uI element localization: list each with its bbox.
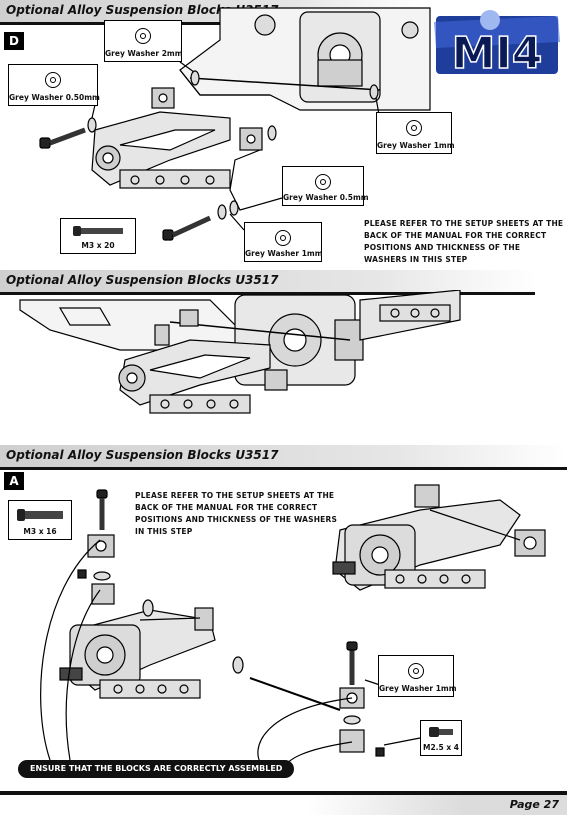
logo-text: MI4 — [452, 28, 543, 79]
washer-icon — [275, 230, 291, 246]
section-title: Optional Alloy Suspension Blocks U3517 — [6, 3, 279, 17]
screw-icon — [429, 727, 453, 737]
warning-banner: ENSURE THAT THE BLOCKS ARE CORRECTLY ASS… — [18, 760, 295, 778]
label-grey-washer-1mm-right: Grey Washer 1mm — [376, 112, 455, 154]
screw-icon — [17, 509, 63, 521]
label-grey-washer-1mm-bottom: Grey Washer 1mm — [244, 222, 323, 262]
washer-icon — [315, 174, 331, 190]
label-grey-washer-050mm: Grey Washer 0.50mm — [8, 64, 100, 106]
step-badge-d: D — [4, 32, 24, 50]
label-m3x20: M3 x 20 — [60, 218, 136, 254]
washer-icon — [408, 663, 424, 679]
footer-line — [0, 791, 567, 795]
section-title: Optional Alloy Suspension Blocks U3517 — [6, 273, 279, 287]
label-m3x16: M3 x 16 — [8, 500, 72, 540]
section-title: Optional Alloy Suspension Blocks U3517 — [6, 448, 279, 462]
label-grey-washer-1mm: Grey Washer 1mm — [378, 655, 457, 697]
washer-icon — [135, 28, 151, 44]
label-m25x4: M2.5 x 4 — [420, 720, 462, 756]
washer-icon — [45, 72, 61, 88]
step-a-note: PLEASE REFER TO THE SETUP SHEETS AT THE … — [135, 491, 338, 536]
screw-icon — [73, 226, 123, 236]
section-header-middle: Optional Alloy Suspension Blocks U3517 — [0, 270, 535, 295]
step-badge-a: A — [4, 472, 24, 490]
label-grey-washer-05mm: Grey Washer 0.5mm — [282, 166, 369, 206]
step-d-note: PLEASE REFER TO THE SETUP SHEETS AT THE … — [364, 219, 564, 264]
washer-icon — [406, 120, 422, 136]
footer-bar — [307, 795, 567, 815]
label-grey-washer-2mm: Grey Washer 2mm — [104, 20, 183, 62]
section-header-bottom: Optional Alloy Suspension Blocks U3517 — [0, 445, 567, 470]
middle-illustration — [19, 290, 461, 414]
mi4-logo: MI4 — [434, 10, 560, 80]
page-number: Page 27 — [509, 798, 559, 811]
step-d-illustration — [39, 7, 431, 241]
step-a-illustration — [40, 484, 546, 766]
